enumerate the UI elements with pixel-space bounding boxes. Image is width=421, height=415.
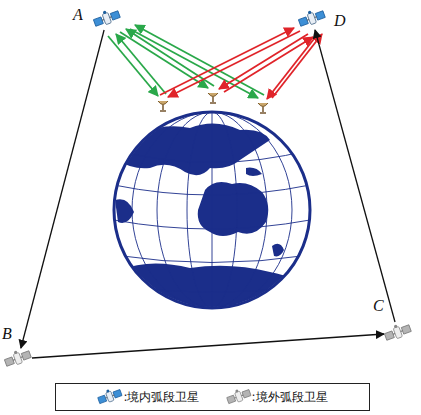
uplink-downlink-red: [160, 28, 322, 99]
satellite-icon: [97, 387, 123, 407]
satellite-letter: B: [2, 325, 12, 343]
satellite-node: B: [4, 348, 32, 370]
satellite-icon: [384, 322, 412, 344]
satellite-node: A: [93, 8, 121, 30]
satellite-node: C: [384, 322, 412, 344]
orbit-transfer-arrow: [315, 30, 395, 322]
satellite-letter: D: [334, 12, 346, 30]
legend-text: :境内弧段卫星: [123, 389, 199, 406]
satellite-letter: A: [73, 6, 83, 24]
legend-text: :境外弧段卫星: [252, 389, 328, 406]
satellite-icon: [4, 348, 32, 370]
ground-station: [258, 103, 268, 113]
ground-station: [158, 101, 168, 111]
satellite-letter: C: [373, 297, 384, 315]
legend-entry: :境内弧段卫星: [97, 387, 199, 407]
ground-station: [208, 93, 218, 103]
satellite-icon: [93, 8, 121, 30]
satellite-node: D: [298, 8, 326, 30]
legend-entry: :境外弧段卫星: [226, 387, 328, 407]
legend-box: :境内弧段卫星 :境外弧段卫星: [55, 383, 370, 411]
satellite-icon: [226, 387, 252, 407]
orbit-transfer-arrow: [21, 30, 104, 348]
satellite-icon: [298, 8, 326, 30]
orbit-transfer-arrow: [32, 334, 384, 358]
earth-globe: [114, 112, 310, 320]
